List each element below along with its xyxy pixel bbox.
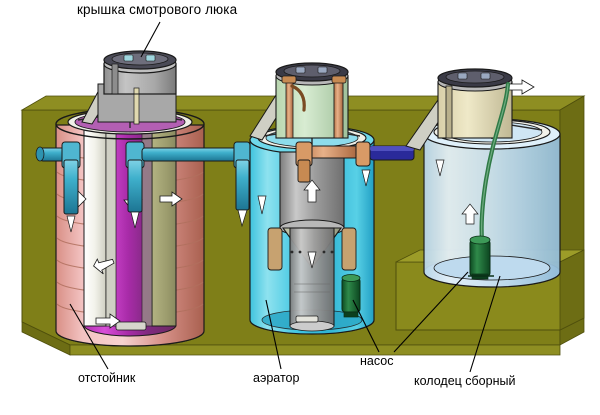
hatch-cover-3 <box>405 68 535 151</box>
tank-settling <box>55 107 205 347</box>
pump-aerator <box>341 274 361 318</box>
label-collection-well: колодец сборный <box>414 374 516 388</box>
hatch-cover-2 <box>249 62 349 141</box>
pipe-transfer-2-3 <box>295 141 415 183</box>
leader-aerator <box>265 299 282 370</box>
pipe-inlet-left <box>35 141 81 233</box>
leader-lines <box>69 21 501 373</box>
pipe-transfer-1-2 <box>125 141 251 229</box>
label-hatch-cover: крышка смотрового люка <box>77 2 238 17</box>
leader-hatch-cover <box>140 21 161 58</box>
label-settling-tank: отстойник <box>78 371 136 385</box>
leader-collection-well <box>469 275 501 373</box>
leader-pump-aerator <box>352 299 380 353</box>
label-pump: насос <box>360 354 394 368</box>
hatch-cover-1 <box>81 50 177 125</box>
leader-pump-well <box>393 271 469 353</box>
label-aerator: аэратор <box>253 371 300 385</box>
leader-settling-tank <box>69 303 109 370</box>
pump-well <box>468 235 494 280</box>
